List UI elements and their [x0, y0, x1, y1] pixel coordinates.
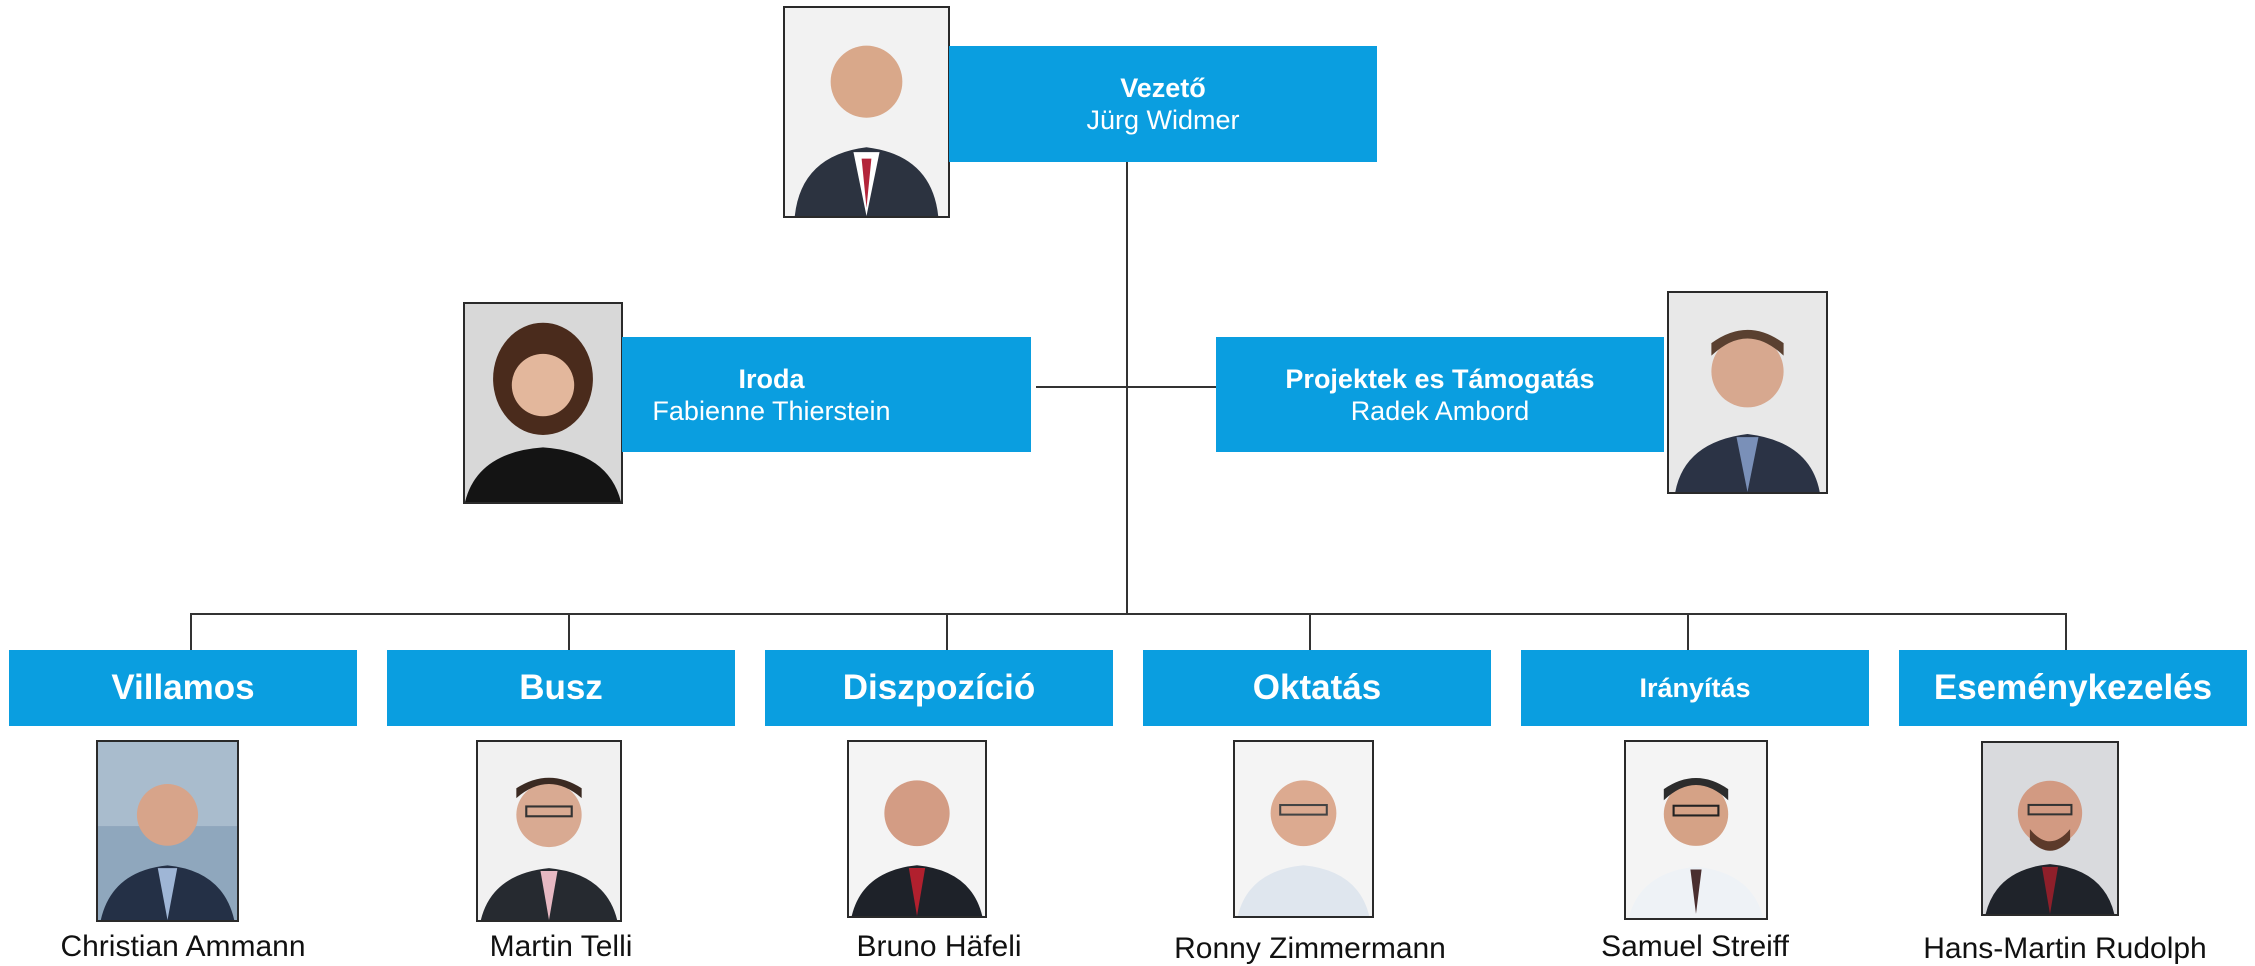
dept-photo-villamos — [96, 740, 239, 922]
dept-box-diszpozicio: Diszpozíció — [765, 650, 1113, 726]
right-staff-title: Projektek es Támogatás — [1285, 364, 1595, 394]
right-staff-box: Projektek es Támogatás Radek Ambord — [1216, 337, 1664, 452]
dept-box-busz: Busz — [387, 650, 735, 726]
left-staff-title: Iroda — [738, 364, 805, 394]
dept-title-busz: Busz — [519, 668, 603, 707]
dept-title-diszpozicio: Diszpozíció — [842, 668, 1036, 707]
connector-head-trunk — [1126, 162, 1128, 614]
left-staff-photo — [463, 302, 623, 504]
dept-person-busz: Martin Telli — [489, 930, 633, 963]
connector-staff-bar — [1036, 386, 1216, 388]
dept-person-diszpozicio: Bruno Häfeli — [856, 930, 1022, 963]
dept-title-esemenykezeles: Eseménykezelés — [1933, 668, 2213, 707]
dept-person-villamos: Christian Ammann — [60, 930, 306, 963]
dept-person-oktatas: Ronny Zimmermann — [1174, 932, 1446, 965]
connector-dept-5 — [1687, 613, 1689, 651]
dept-box-oktatas: Oktatás — [1143, 650, 1491, 726]
dept-photo-oktatas — [1233, 740, 1374, 918]
connector-dept-3 — [946, 613, 948, 651]
dept-person-iranyitas: Samuel Streiff — [1601, 930, 1789, 963]
head-photo — [783, 6, 950, 218]
right-staff-photo — [1667, 291, 1828, 494]
right-staff-person: Radek Ambord — [1350, 396, 1530, 426]
head-box: Vezető Jürg Widmer — [949, 46, 1377, 162]
dept-photo-busz — [476, 740, 622, 922]
dept-box-villamos: Villamos — [9, 650, 357, 726]
dept-photo-iranyitas — [1624, 740, 1768, 920]
dept-box-iranyitas: Irányítás — [1521, 650, 1869, 726]
head-person: Jürg Widmer — [1086, 105, 1240, 135]
connector-dept-4 — [1309, 613, 1311, 651]
dept-box-esemenykezeles: Eseménykezelés — [1899, 650, 2247, 726]
connector-departments-bar — [190, 613, 2067, 615]
dept-person-esemenykezeles: Hans-Martin Rudolph — [1923, 932, 2207, 965]
head-title: Vezető — [1120, 73, 1206, 103]
connector-dept-6 — [2065, 613, 2067, 651]
dept-photo-diszpozicio — [847, 740, 987, 918]
left-staff-box: Iroda Fabienne Thierstein — [622, 337, 1031, 452]
dept-title-villamos: Villamos — [111, 668, 255, 707]
connector-dept-2 — [568, 613, 570, 651]
dept-title-oktatas: Oktatás — [1252, 668, 1382, 707]
left-staff-person: Fabienne Thierstein — [652, 396, 891, 426]
dept-photo-esemenykezeles — [1981, 741, 2119, 916]
dept-title-iranyitas: Irányítás — [1639, 672, 1751, 703]
connector-dept-1 — [190, 613, 192, 651]
